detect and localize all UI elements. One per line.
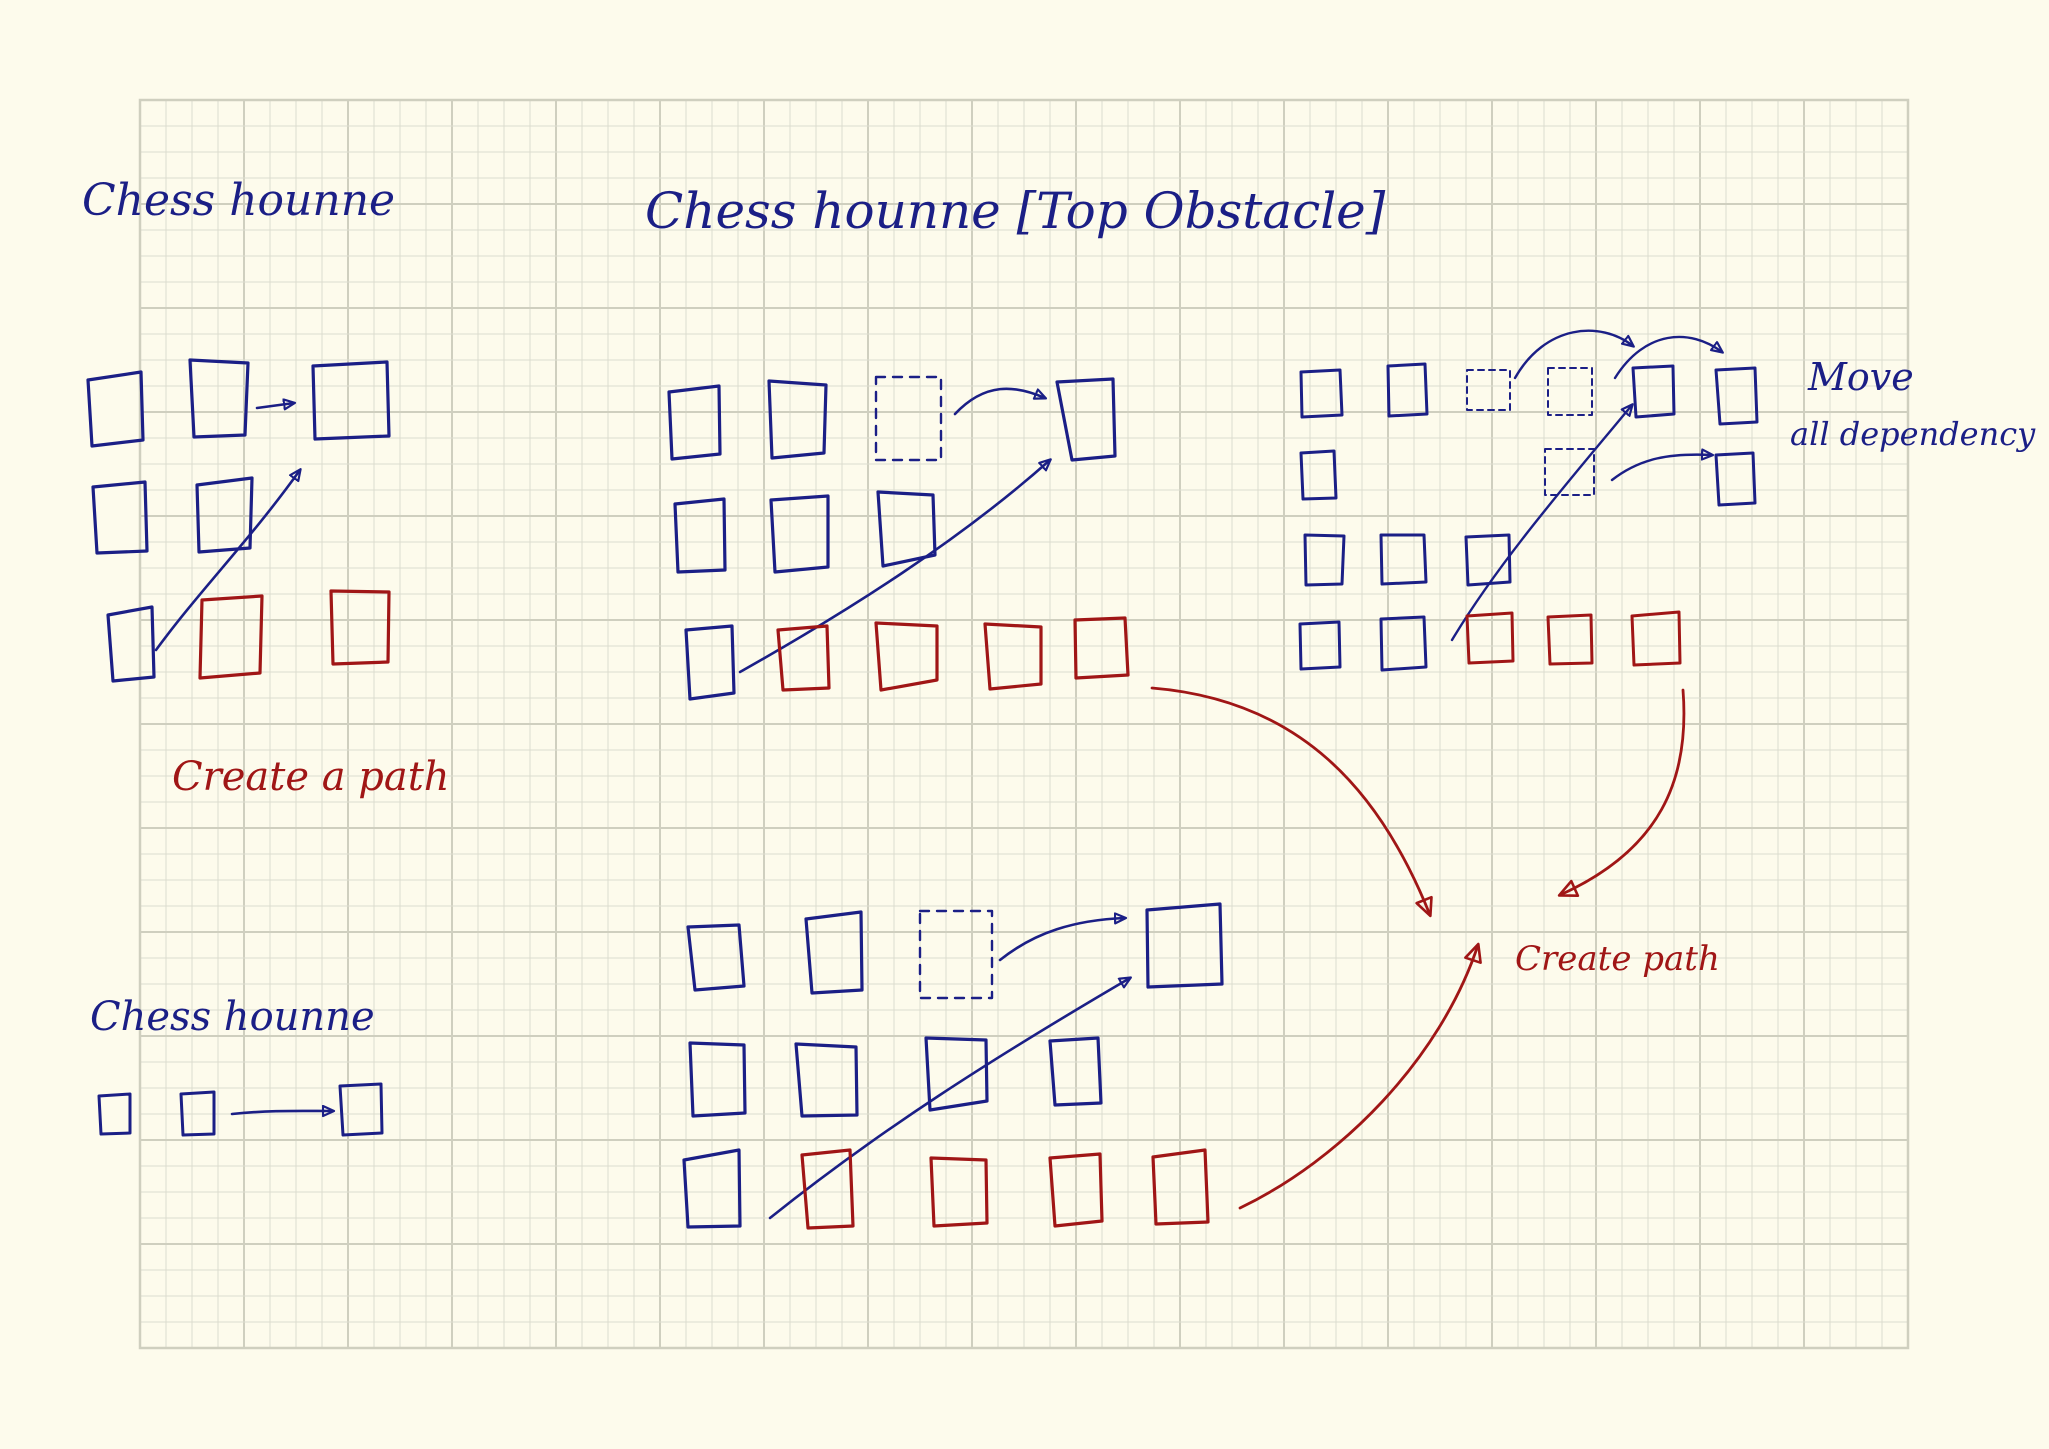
title-left-top: Chess hounne <box>82 175 395 226</box>
square <box>1048 1152 1104 1228</box>
square <box>188 358 250 439</box>
square <box>684 624 736 701</box>
arrow-to-create-path <box>1238 942 1482 1210</box>
move-label-line2: all dependency <box>1790 415 2036 453</box>
square <box>876 490 937 568</box>
arrow <box>1450 405 1632 642</box>
arrow-to-create-path <box>1557 688 1686 898</box>
arrow <box>1513 329 1633 380</box>
square <box>769 494 830 574</box>
square-dashed <box>918 909 994 1000</box>
square <box>1379 615 1428 672</box>
grid-sketch-middle-bottom <box>682 902 1224 1230</box>
grid-sketch-middle-top <box>667 375 1130 701</box>
square-dashed <box>874 375 943 462</box>
arrow <box>768 978 1130 1220</box>
square <box>924 1036 989 1112</box>
arrow <box>255 403 294 408</box>
square <box>198 594 264 680</box>
square-dashed <box>1466 369 1511 411</box>
square <box>983 622 1043 691</box>
square <box>1546 613 1594 666</box>
square <box>1298 620 1342 671</box>
red-connector-arrows <box>1150 686 1686 1210</box>
square <box>673 497 727 574</box>
square <box>91 480 149 555</box>
square <box>874 621 939 692</box>
title-left-bottom: Chess hounne <box>90 994 375 1040</box>
square <box>1303 533 1346 587</box>
square-dashed <box>1547 367 1593 416</box>
square <box>338 1082 384 1137</box>
arrow <box>230 1111 333 1114</box>
arrow <box>1610 455 1712 482</box>
arrow <box>953 387 1045 416</box>
create-path-label: Create path <box>1515 939 1720 979</box>
square <box>179 1090 216 1137</box>
square <box>1465 611 1515 665</box>
arrow <box>154 470 300 652</box>
graph-paper-grid <box>138 98 1910 1350</box>
square <box>686 923 746 992</box>
square <box>1631 364 1676 419</box>
square <box>1386 362 1429 418</box>
square <box>794 1042 859 1118</box>
square <box>1048 1036 1103 1107</box>
square <box>86 370 145 448</box>
arrow <box>1613 335 1722 380</box>
square <box>682 1148 742 1229</box>
square <box>1714 366 1759 426</box>
square <box>1073 616 1130 680</box>
grid-sketch-left-top <box>86 358 391 683</box>
square <box>1299 368 1344 419</box>
grid-frame <box>138 98 1910 1350</box>
arrow <box>998 918 1125 962</box>
square <box>106 605 156 683</box>
square <box>1464 533 1512 587</box>
square <box>767 379 828 460</box>
title-middle: Chess hounne [Top Obstacle] <box>645 182 1386 240</box>
create-a-path-label: Create a path <box>172 754 450 800</box>
square <box>1630 610 1682 667</box>
grid-sketch-right-top <box>1298 329 1759 672</box>
square <box>1379 533 1428 586</box>
square <box>1714 451 1757 507</box>
square <box>804 910 864 995</box>
square <box>97 1092 132 1136</box>
square <box>776 624 831 692</box>
square <box>1055 377 1117 462</box>
square <box>195 476 254 554</box>
move-label-line1: Move <box>1807 355 1914 399</box>
square <box>800 1148 855 1230</box>
square <box>1151 1148 1210 1226</box>
square <box>667 384 722 461</box>
grid-sketch-left-bottom <box>97 1082 384 1137</box>
square-dashed <box>1544 448 1595 496</box>
square <box>1299 449 1338 501</box>
square <box>311 360 391 441</box>
arrow-to-create-path <box>1150 686 1433 918</box>
square <box>929 1156 989 1228</box>
square <box>1145 902 1224 989</box>
square <box>329 589 391 666</box>
arrow <box>738 460 1050 674</box>
square <box>688 1041 747 1118</box>
